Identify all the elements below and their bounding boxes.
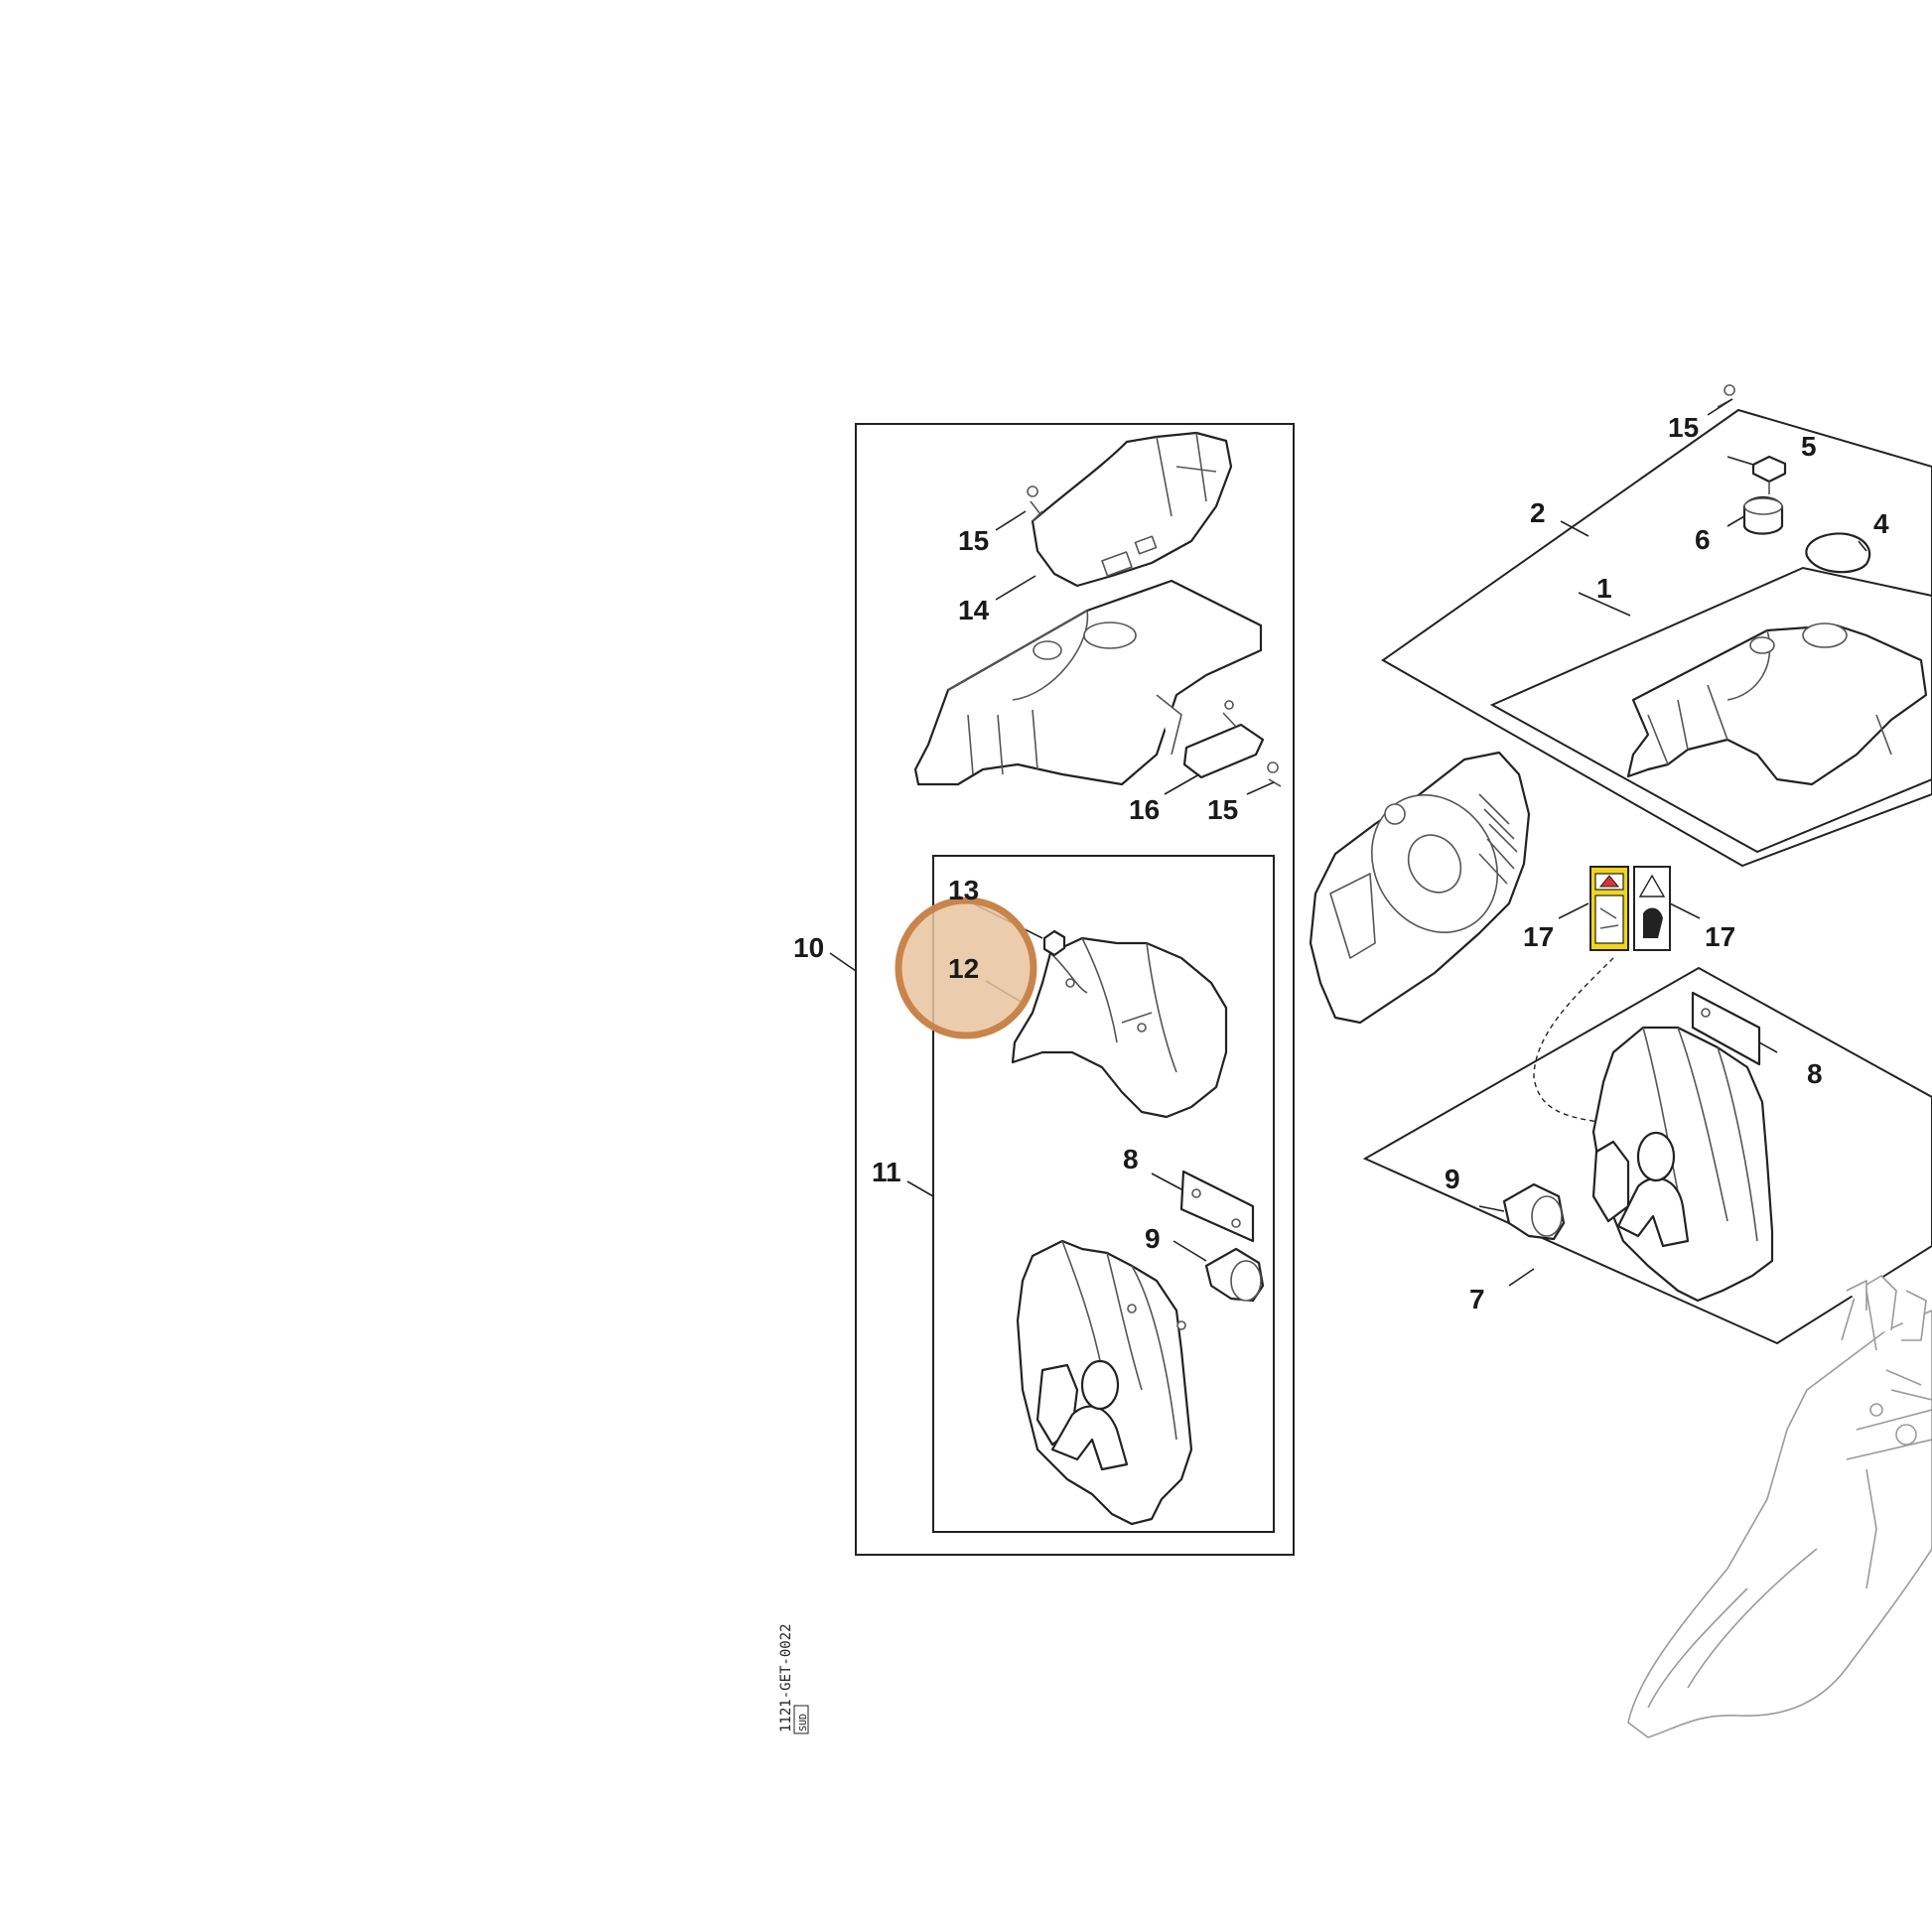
- callout-9a[interactable]: 9: [1145, 1223, 1161, 1254]
- part-8-plate-left[interactable]: [1179, 1170, 1255, 1243]
- drawing-code-box: [793, 1705, 809, 1734]
- highlight-marker[interactable]: [895, 897, 1037, 1039]
- part-5-screw[interactable]: [1751, 455, 1787, 494]
- callout-12[interactable]: 12: [948, 953, 979, 984]
- frame-7: [1362, 966, 1932, 1345]
- part-9-knob-right[interactable]: [1502, 1182, 1566, 1241]
- callout-17b[interactable]: 17: [1705, 921, 1735, 952]
- part-8-plate-right[interactable]: [1691, 991, 1761, 1066]
- top-cover-left[interactable]: [913, 579, 1263, 786]
- callout-15a[interactable]: 15: [958, 525, 989, 556]
- part-15-screw-left-top[interactable]: [1027, 485, 1043, 522]
- top-cover-right[interactable]: [1626, 622, 1928, 786]
- chainsaw-body-outline: [1627, 1275, 1932, 1738]
- part-6-grommet[interactable]: [1742, 495, 1784, 535]
- callout-14[interactable]: 14: [958, 595, 990, 625]
- kit-frame-10: [855, 423, 1295, 1556]
- callout-17a[interactable]: 17: [1523, 921, 1554, 952]
- part-4-cap[interactable]: [1805, 532, 1871, 574]
- callout-15b[interactable]: 15: [1207, 794, 1238, 825]
- part-13-nut[interactable]: [1042, 929, 1066, 957]
- callout-10[interactable]: 10: [793, 932, 824, 963]
- part-14-shroud[interactable]: [1031, 431, 1233, 588]
- part-16-clip[interactable]: [1182, 700, 1265, 779]
- side-housing[interactable]: [1309, 751, 1531, 1025]
- callout-13[interactable]: 13: [948, 875, 979, 905]
- drawing-code-suffix: SUD: [798, 1714, 809, 1731]
- filter-cover-right[interactable]: [1591, 1026, 1774, 1303]
- callout-16[interactable]: 16: [1129, 794, 1160, 825]
- callout-8b[interactable]: 8: [1807, 1058, 1823, 1089]
- part-12-cover[interactable]: [1011, 936, 1228, 1119]
- callout-5[interactable]: 5: [1801, 431, 1817, 462]
- callouts: 15 14 16 15 13 12 10 11 8 9 15 5 2 6 4 1…: [793, 412, 1889, 1314]
- part-17-label-symbols[interactable]: [1633, 866, 1671, 951]
- callout-2[interactable]: 2: [1530, 497, 1546, 528]
- callout-1[interactable]: 1: [1596, 573, 1612, 604]
- part-17-label-warning[interactable]: [1589, 866, 1629, 951]
- callout-7[interactable]: 7: [1469, 1284, 1485, 1314]
- callout-9b[interactable]: 9: [1445, 1164, 1460, 1194]
- frame-2: [1381, 408, 1932, 868]
- callout-8a[interactable]: 8: [1123, 1144, 1139, 1174]
- callout-6[interactable]: 6: [1695, 524, 1711, 555]
- callout-4[interactable]: 4: [1873, 508, 1889, 539]
- kit-frame-11: [932, 855, 1275, 1533]
- frame-1: [1489, 566, 1932, 854]
- label-position-line: [1533, 957, 1614, 1123]
- part-9-knob-left[interactable]: [1204, 1247, 1265, 1303]
- drawing-code: 1121-GET-0022: [778, 1623, 794, 1732]
- callout-15c[interactable]: 15: [1668, 412, 1699, 443]
- part-15-screw-left-bottom[interactable]: [1267, 761, 1282, 787]
- callout-11[interactable]: 11: [872, 1157, 901, 1187]
- filter-cover-left[interactable]: [1016, 1239, 1193, 1526]
